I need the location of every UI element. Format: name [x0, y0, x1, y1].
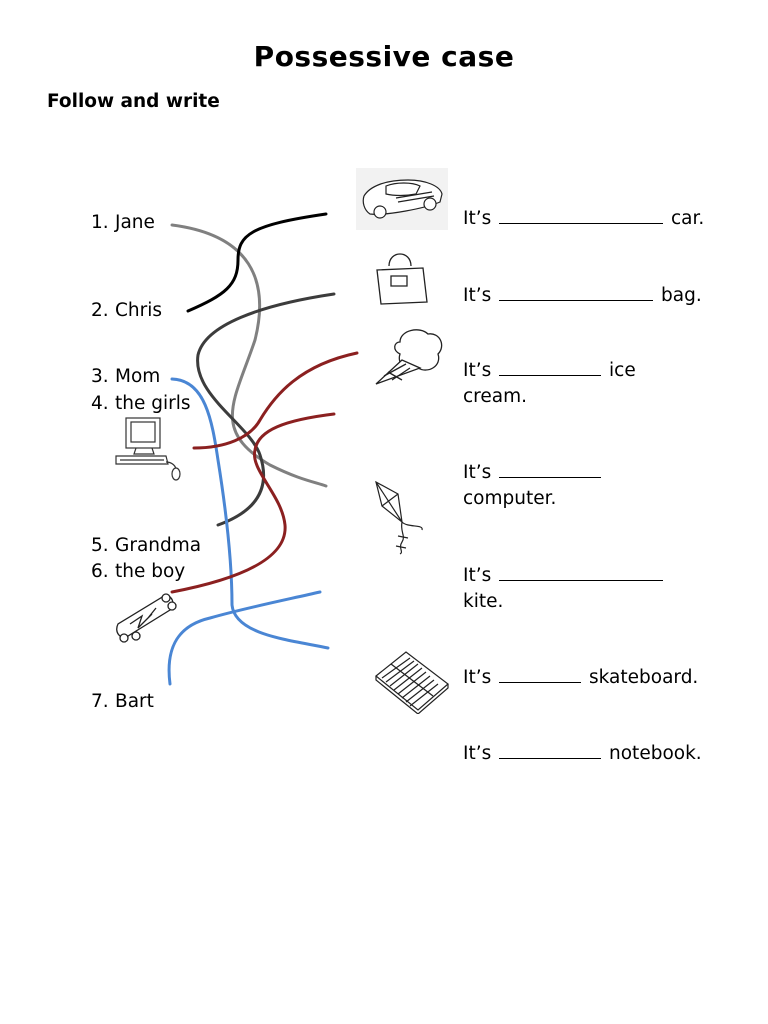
page-title: Possessive case: [253, 40, 515, 73]
sentence-6: It’s skateboard.: [463, 664, 698, 691]
sentence-2: It’s bag.: [463, 282, 702, 309]
skateboard-icon: [112, 588, 178, 648]
name-item-7: 7.Bart: [91, 691, 154, 712]
line-jane: [170, 223, 328, 488]
name-item-5: 5.Grandma: [91, 535, 202, 556]
sentence-4: It’s computer.: [463, 459, 603, 512]
notebook-icon: [374, 648, 450, 718]
line-bart: [167, 590, 322, 686]
name-item-3: 3.Mom: [91, 366, 161, 387]
kite-icon: [372, 480, 428, 560]
car-icon: [356, 168, 448, 234]
answer-blank-5[interactable]: [499, 562, 664, 581]
answer-blank-4[interactable]: [499, 459, 602, 478]
line-boy: [170, 412, 336, 594]
answer-blank-3[interactable]: [499, 357, 602, 376]
line-bag: [196, 292, 336, 527]
sentence-3: It’s ice cream.: [463, 357, 636, 410]
line-chris: [186, 212, 328, 313]
handbag-icon: [365, 244, 437, 318]
name-item-1: 1.Jane: [91, 212, 155, 233]
answer-blank-2[interactable]: [499, 282, 654, 301]
sentence-5: It’s kite.: [463, 562, 665, 615]
instruction: Follow and write: [47, 91, 220, 112]
ice-cream-icon: [372, 324, 448, 392]
name-item-6: 6.the boy: [91, 561, 186, 582]
answer-blank-6[interactable]: [499, 664, 582, 683]
computer-icon: [114, 416, 184, 488]
answer-blank-7[interactable]: [499, 740, 602, 759]
line-mom: [170, 377, 330, 650]
answer-blank-1[interactable]: [499, 205, 664, 224]
sentence-1: It’s car.: [463, 205, 704, 232]
name-item-2: 2.Chris: [91, 300, 163, 321]
line-girls: [192, 351, 359, 450]
sentence-7: It’s notebook.: [463, 740, 702, 767]
name-item-4: 4.the girls: [91, 393, 191, 414]
